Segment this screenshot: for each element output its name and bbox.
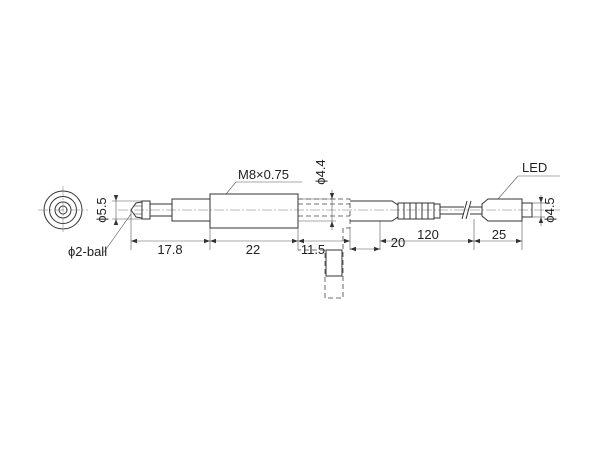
end-view <box>38 186 88 234</box>
probe-body <box>130 193 533 299</box>
dim-17-8: 17.8 <box>157 242 182 257</box>
thread-label: M8×0.75 <box>238 167 289 182</box>
extension-lines <box>112 198 545 250</box>
led-label: LED <box>522 160 547 175</box>
tip-dia-label: ϕ5.5 <box>94 197 109 222</box>
dimension-lines <box>113 190 544 252</box>
dim-22: 22 <box>246 242 260 257</box>
dim-11-5: 11.5 <box>301 242 325 257</box>
leader-lines <box>102 175 560 253</box>
dim-25: 25 <box>492 227 506 242</box>
dim-120: 120 <box>417 227 439 242</box>
dim-20: 20 <box>391 235 405 250</box>
ball-dia-label: ϕ2-ball <box>68 244 107 259</box>
led-dia-label: ϕ4.5 <box>542 197 557 222</box>
body-dia-label: ϕ4.4 <box>313 159 328 184</box>
